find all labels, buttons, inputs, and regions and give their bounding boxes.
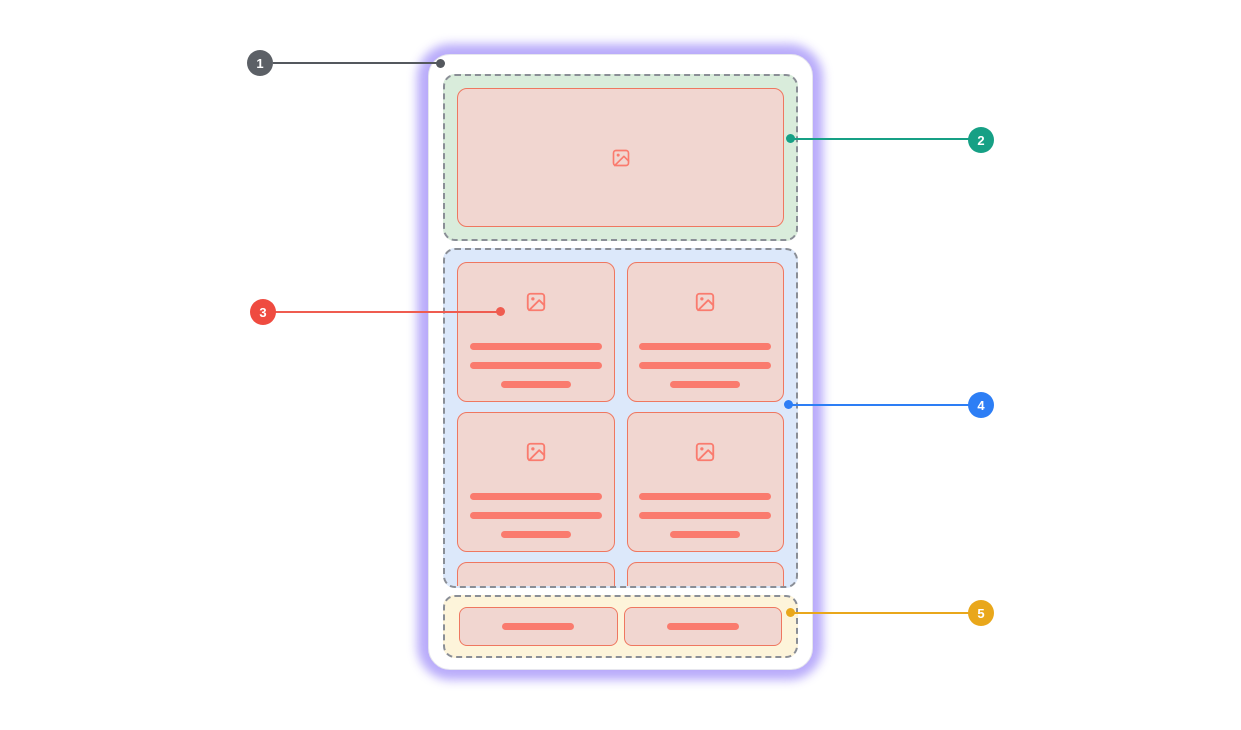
text-line-bar xyxy=(469,493,602,500)
action-button xyxy=(459,607,618,646)
text-line-bar xyxy=(469,343,602,350)
text-line-bar xyxy=(639,362,772,369)
callout-3-line xyxy=(275,311,501,313)
text-line-bar xyxy=(670,531,741,538)
callout-5-badge: 5 xyxy=(968,600,994,626)
footer-actions-section xyxy=(443,595,798,658)
callout-2-number: 2 xyxy=(977,132,985,148)
callout-1-badge: 1 xyxy=(247,50,273,76)
text-line-bar xyxy=(500,381,571,388)
image-placeholder-icon xyxy=(696,442,715,462)
callout-1-dot xyxy=(436,59,445,68)
content-card xyxy=(626,412,784,552)
text-line-bar xyxy=(670,381,741,388)
action-button xyxy=(623,607,782,646)
button-label-bar xyxy=(502,623,575,630)
callout-2-line xyxy=(791,138,971,140)
content-card xyxy=(457,262,615,402)
hero-section xyxy=(443,74,798,241)
callout-1-line xyxy=(273,62,439,64)
text-line-bar xyxy=(500,531,571,538)
callout-2-badge: 2 xyxy=(968,127,994,153)
callout-4-dot xyxy=(784,400,793,409)
content-card xyxy=(457,412,615,552)
callout-4-number: 4 xyxy=(977,397,985,413)
image-placeholder-icon xyxy=(612,149,629,166)
content-card xyxy=(457,562,615,586)
callout-4-line xyxy=(790,404,971,406)
text-lines xyxy=(458,493,614,538)
button-label-bar xyxy=(666,623,739,630)
card-grid-section xyxy=(443,248,798,588)
image-placeholder-icon xyxy=(526,292,545,312)
callout-5-number: 5 xyxy=(977,605,985,621)
image-placeholder-icon xyxy=(696,292,715,312)
callout-3-dot xyxy=(496,307,505,316)
text-lines xyxy=(458,343,614,388)
text-lines xyxy=(628,493,784,538)
callout-3-badge: 3 xyxy=(250,299,276,325)
callout-5-dot xyxy=(786,608,795,617)
callout-3-number: 3 xyxy=(259,304,267,320)
content-card xyxy=(626,562,784,586)
image-placeholder-icon xyxy=(526,442,545,462)
text-line-bar xyxy=(469,362,602,369)
hero-image-placeholder xyxy=(457,88,784,227)
content-card xyxy=(626,262,784,402)
app-screen-frame xyxy=(428,54,813,670)
text-line-bar xyxy=(639,493,772,500)
text-line-bar xyxy=(639,343,772,350)
callout-2-dot xyxy=(786,134,795,143)
text-line-bar xyxy=(469,512,602,519)
text-lines xyxy=(628,343,784,388)
callout-4-badge: 4 xyxy=(968,392,994,418)
callout-1-number: 1 xyxy=(256,55,264,71)
text-line-bar xyxy=(639,512,772,519)
callout-5-line xyxy=(791,612,971,614)
